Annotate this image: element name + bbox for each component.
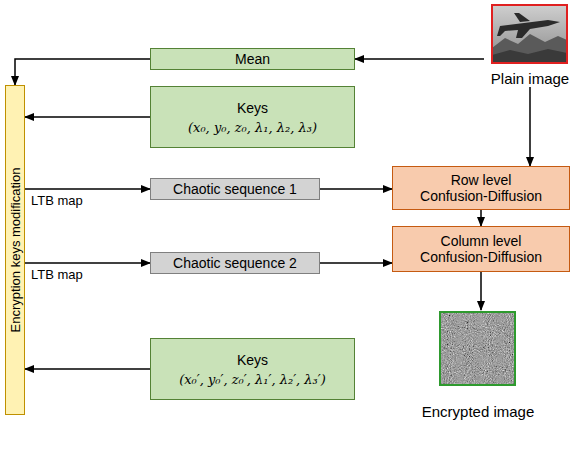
box-label: Chaotic sequence 2 — [173, 255, 297, 271]
process-box: Mean — [150, 48, 355, 70]
image-block: Plain image — [484, 3, 576, 87]
arrow-connector — [320, 188, 392, 190]
box-label: Chaotic sequence 1 — [173, 181, 297, 197]
key-formula: (x₀, y₀, z₀, λ₁, λ₂, λ₃) — [188, 120, 317, 135]
box-label: Row level Confusion-Diffusion — [417, 172, 545, 204]
image-block: Encrypted image — [416, 310, 540, 420]
encrypted-image-picture — [440, 312, 515, 385]
arrow-connector — [529, 87, 531, 166]
arrow-connector — [355, 58, 484, 60]
process-box: Row level Confusion-Diffusion — [392, 166, 570, 210]
box-label: Plain image — [491, 70, 569, 87]
plain-image-picture — [492, 5, 567, 63]
box-label: Encrypted image — [422, 403, 535, 420]
arrow-connector — [25, 368, 150, 370]
box-label: Keys — [237, 352, 268, 368]
edge-label: LTB map — [30, 193, 84, 208]
arrow-connector — [480, 210, 482, 226]
arrow-connector — [480, 272, 482, 310]
edge-label: LTB map — [30, 267, 84, 282]
arrow-connector — [320, 262, 392, 264]
box-label: Mean — [235, 51, 270, 67]
key-formula: (x₀′, y₀′, z₀′, λ₁′, λ₂′, λ₃′) — [179, 372, 326, 387]
arrow-connector — [25, 188, 150, 190]
arrow-connector — [15, 59, 150, 85]
vertical-band: Encryption keys modification — [5, 85, 25, 415]
key-box: Keys (x₀′, y₀′, z₀′, λ₁′, λ₂′, λ₃′) — [150, 338, 355, 400]
sequence-box: Chaotic sequence 2 — [150, 252, 320, 274]
sequence-box: Chaotic sequence 1 — [150, 178, 320, 200]
arrow-connector — [25, 116, 150, 118]
box-label: Encryption keys modification — [8, 90, 23, 410]
arrow-connector — [25, 262, 150, 264]
key-box: Keys (x₀, y₀, z₀, λ₁, λ₂, λ₃) — [150, 86, 355, 148]
process-box: Column level Confusion-Diffusion — [392, 226, 570, 272]
box-label: Keys — [237, 100, 268, 116]
box-label: Column level Confusion-Diffusion — [417, 233, 545, 265]
